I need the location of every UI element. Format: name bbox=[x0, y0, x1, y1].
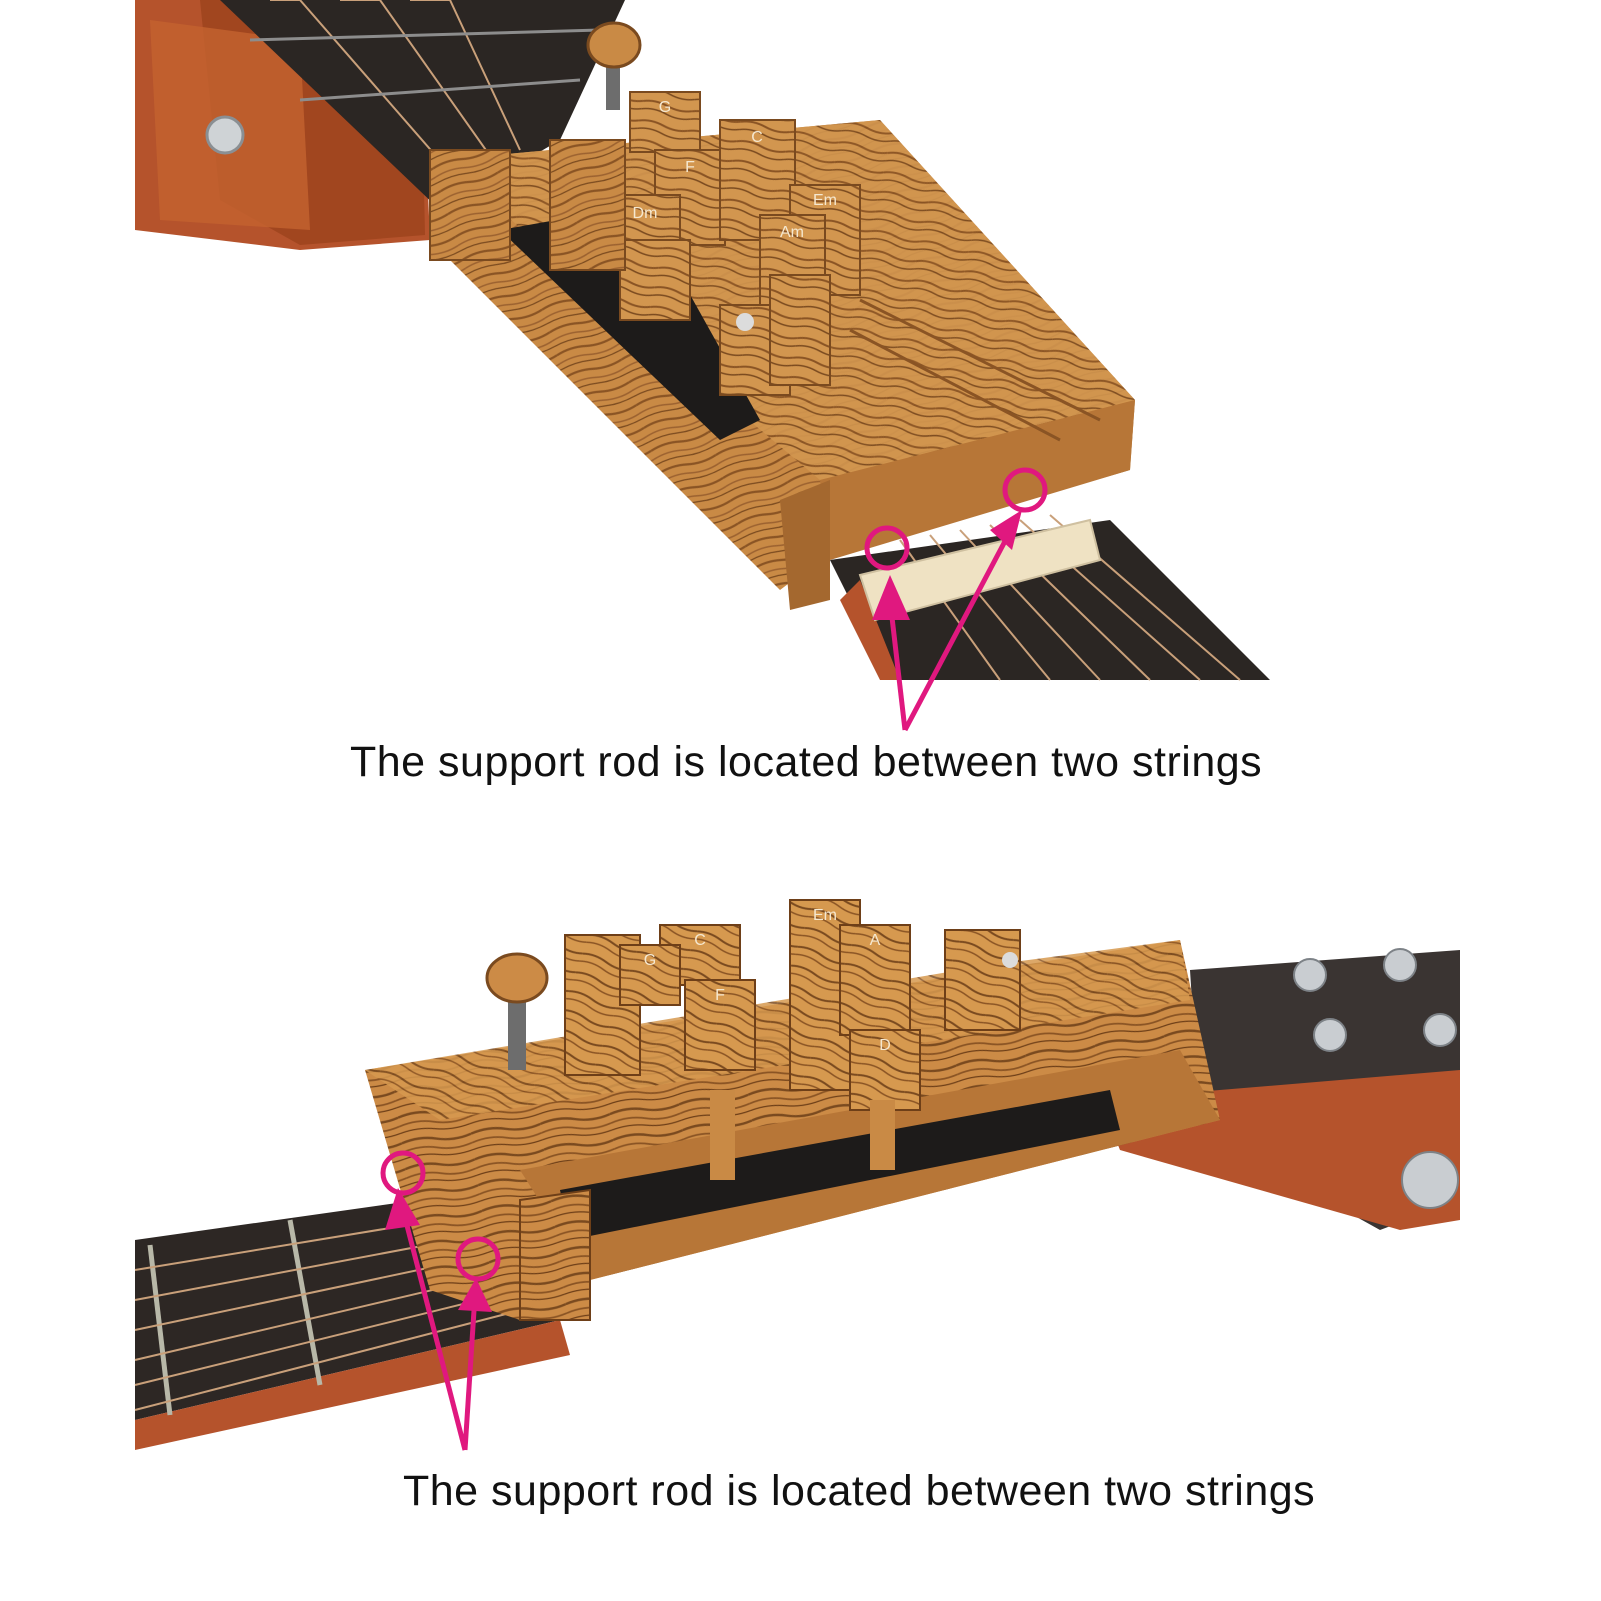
bottom-photo-panel: C G F Em A D bbox=[0, 800, 1601, 1601]
pointer-arrow bbox=[902, 526, 1015, 732]
top-photo: G F Dm C Em Am bbox=[135, 0, 1270, 732]
chord-trainer-device: C G F Em A D bbox=[365, 899, 1220, 1321]
chord-label-text: C bbox=[694, 932, 706, 949]
caption-top: The support rod is located between two s… bbox=[350, 738, 1263, 786]
strap-button-icon bbox=[205, 115, 245, 155]
highlight-circle bbox=[455, 1236, 501, 1282]
pointer-arrow bbox=[462, 1294, 478, 1451]
chord-label-text: C bbox=[751, 129, 763, 146]
chord-label-text: G bbox=[644, 952, 656, 969]
guitar-headstock bbox=[1100, 948, 1460, 1230]
tuning-peg-icon bbox=[1293, 948, 1459, 1209]
chord-label-text: A bbox=[870, 932, 881, 949]
top-photo-panel: G F Dm C Em Am bbox=[0, 0, 1601, 800]
caption-bottom: The support rod is located between two s… bbox=[403, 1467, 1316, 1515]
highlight-circle bbox=[380, 1150, 426, 1196]
chord-label-text: Am bbox=[780, 224, 804, 241]
chord-label-text: F bbox=[715, 987, 725, 1004]
chord-label-text: Dm bbox=[633, 205, 658, 222]
chord-block[interactable]: C bbox=[719, 119, 796, 241]
chord-label-text: F bbox=[685, 159, 695, 176]
chord-label-text: G bbox=[659, 99, 671, 116]
pointer-arrow bbox=[400, 1209, 468, 1451]
chord-label-text: Em bbox=[813, 907, 837, 924]
annotation-markers bbox=[380, 1150, 501, 1451]
highlight-circle bbox=[1002, 467, 1048, 513]
chord-block[interactable]: D bbox=[849, 1029, 921, 1111]
chord-label-text: Em bbox=[813, 192, 837, 209]
chord-trainer-device: G F Dm C Em Am bbox=[429, 21, 1135, 610]
chord-block[interactable]: F bbox=[684, 979, 756, 1071]
highlight-circle bbox=[864, 525, 910, 571]
pointer-arrow bbox=[887, 599, 908, 731]
annotation-markers bbox=[864, 467, 1048, 732]
adjustment-screw-icon bbox=[485, 952, 549, 1070]
adjustment-screw-icon bbox=[586, 21, 642, 110]
chord-block[interactable]: A bbox=[839, 924, 911, 1036]
chord-block[interactable]: G bbox=[619, 944, 681, 1006]
chord-block[interactable]: G bbox=[629, 91, 701, 153]
bottom-photo: C G F Em A D bbox=[134, 899, 1460, 1451]
chord-label-text: D bbox=[879, 1037, 891, 1054]
